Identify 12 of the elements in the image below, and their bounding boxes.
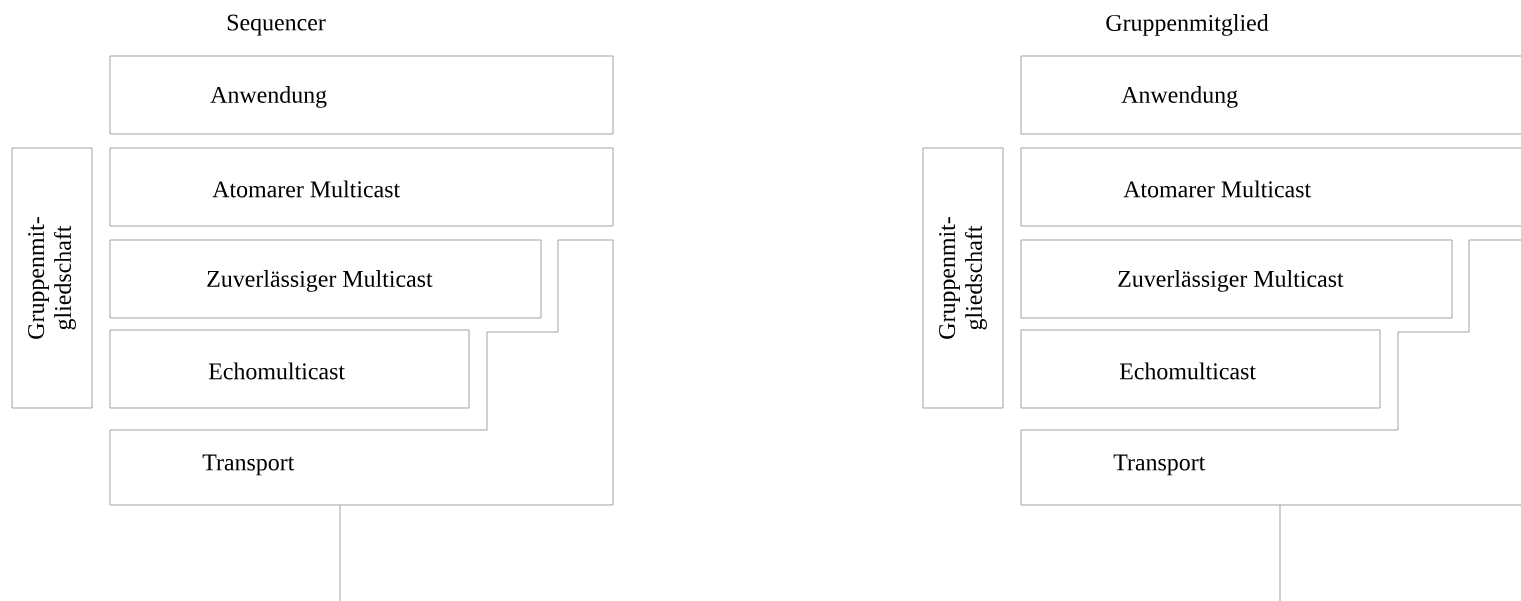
side-box: Gruppenmit- gliedschaft xyxy=(11,147,93,409)
layer-box: Atomarer Multicast xyxy=(1020,147,1521,227)
layer-box: Anwendung xyxy=(109,55,614,135)
layer-box: Echomulticast xyxy=(109,329,470,409)
layer-box: Echomulticast xyxy=(1020,329,1381,409)
side-box: Gruppenmit- gliedschaft xyxy=(922,147,1004,409)
connector-line xyxy=(1279,504,1281,601)
connector-line xyxy=(339,504,341,601)
layer-box: Anwendung xyxy=(1020,55,1521,135)
layer-box: Zuverlässiger Multicast xyxy=(1020,239,1453,319)
layer-box: Atomarer Multicast xyxy=(109,147,614,227)
layer-box: Zuverlässiger Multicast xyxy=(109,239,542,319)
